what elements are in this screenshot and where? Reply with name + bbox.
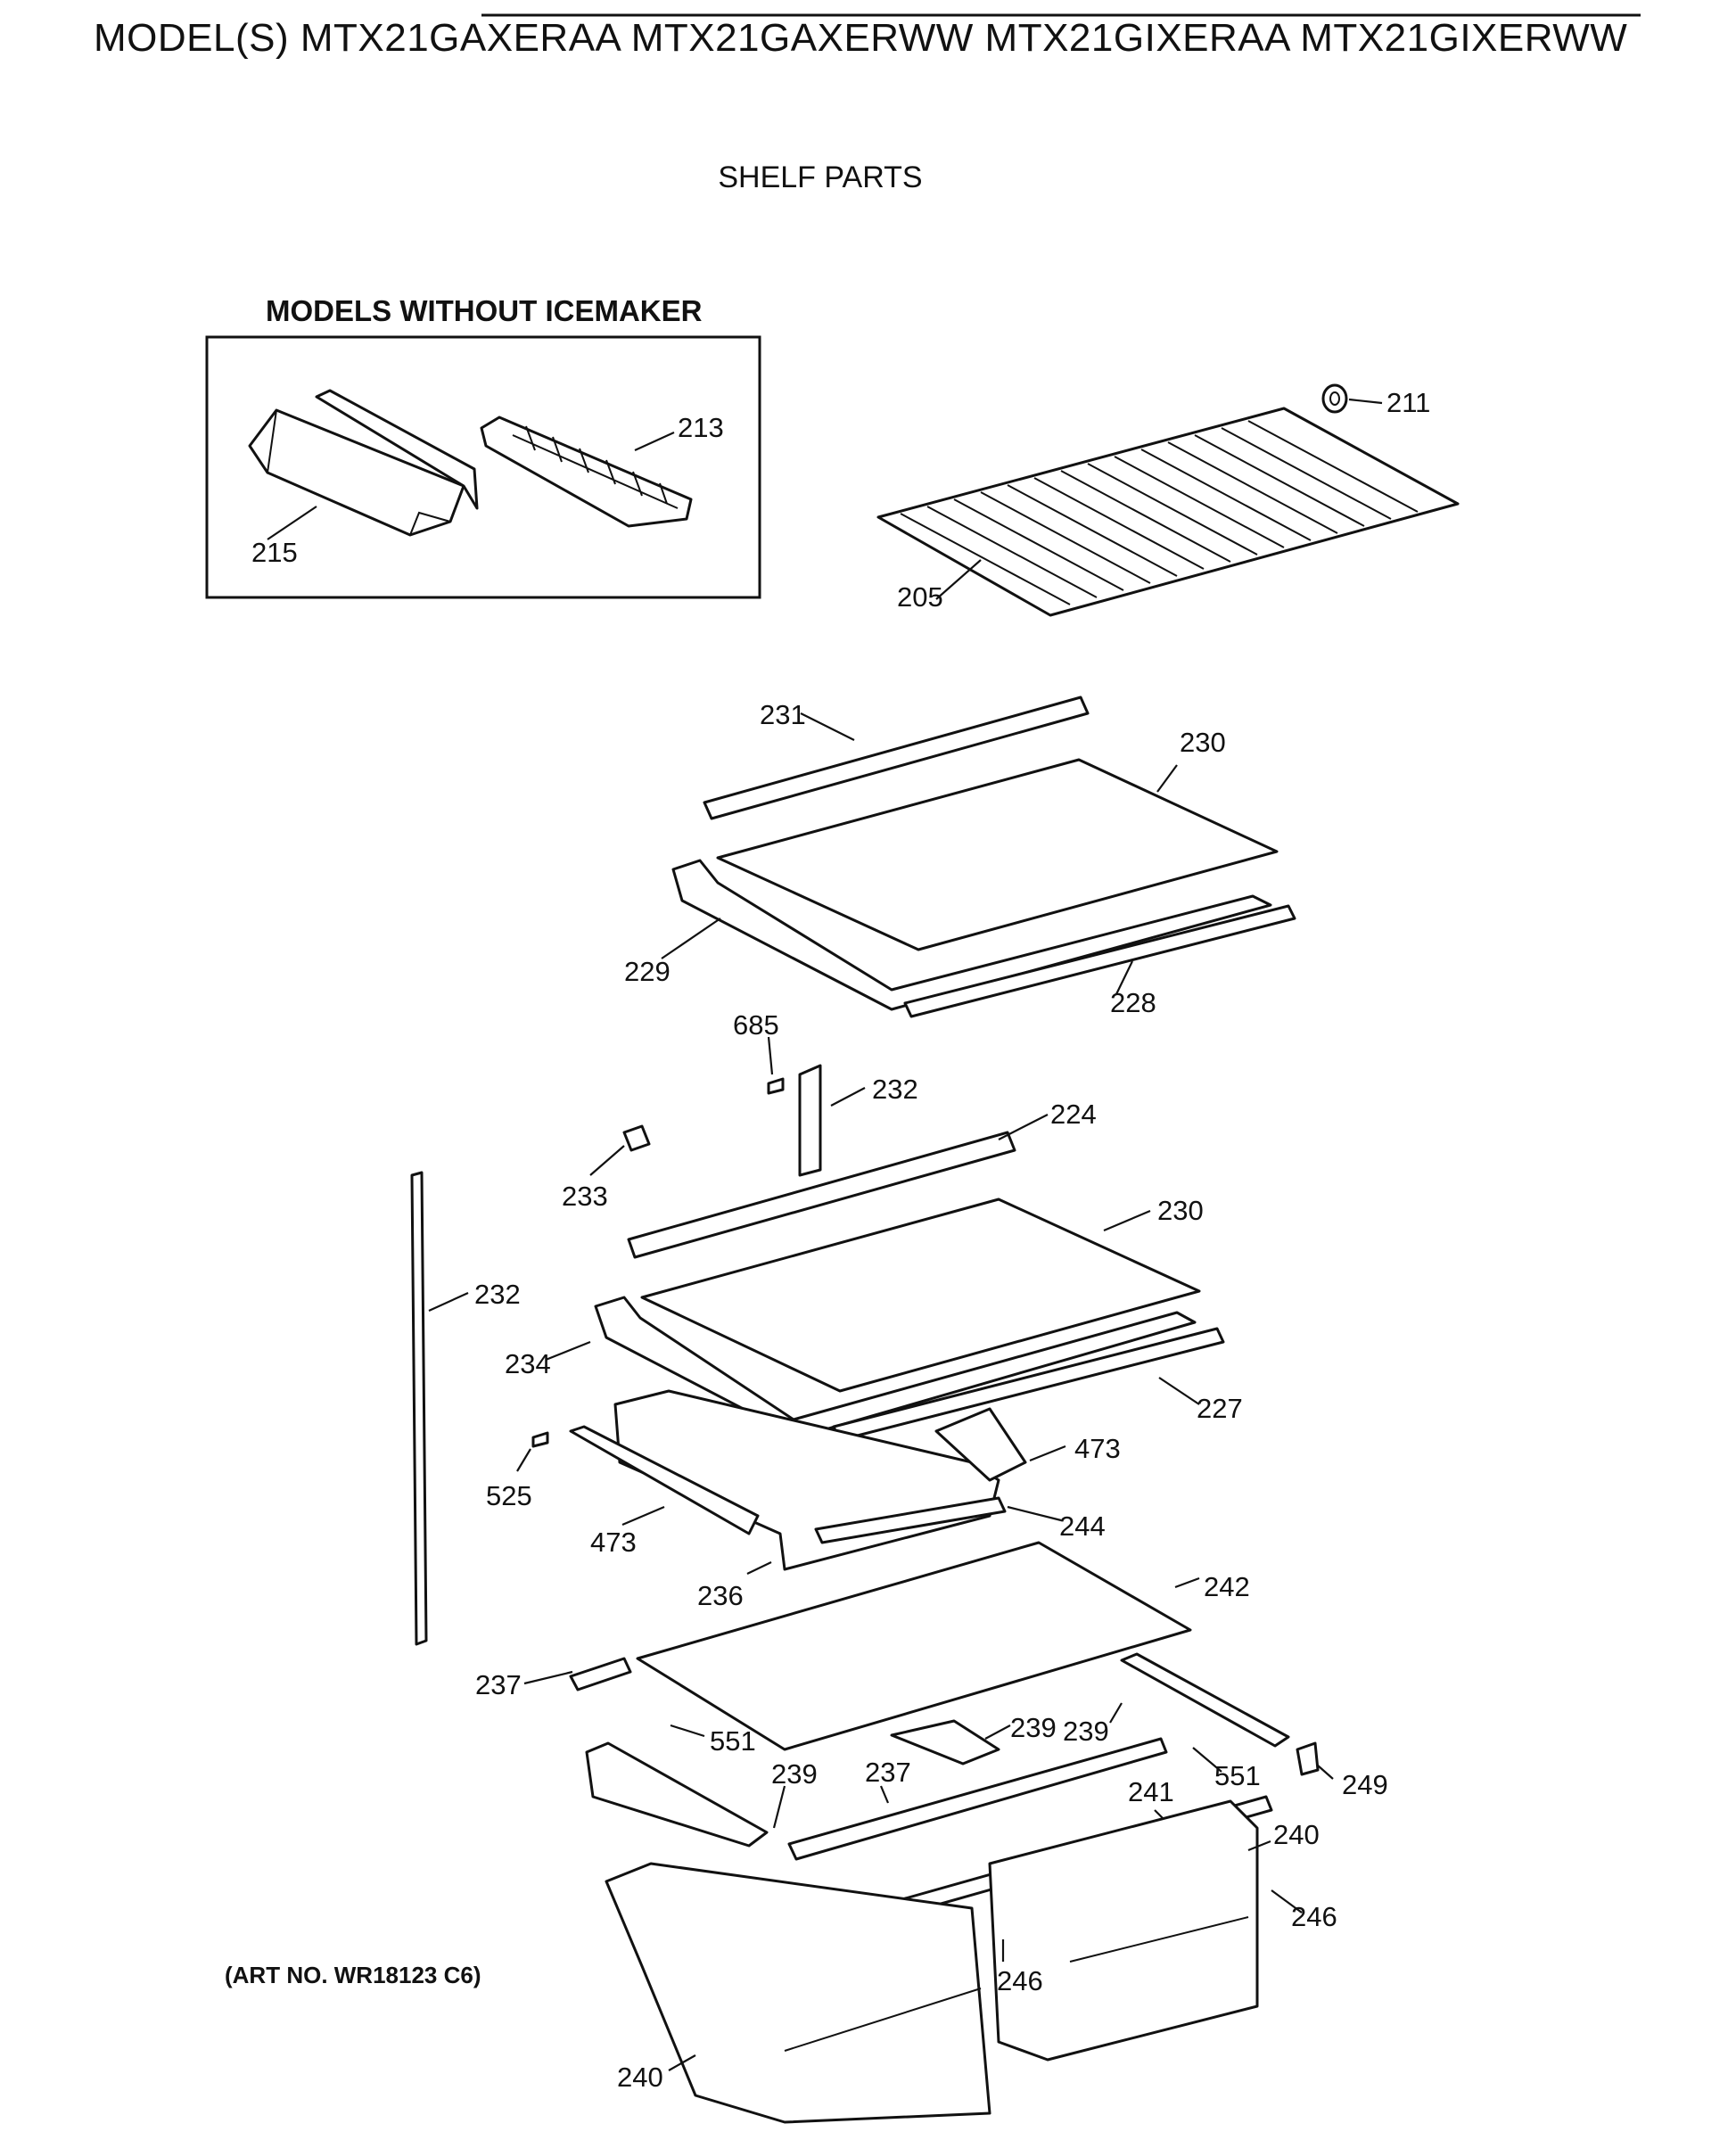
callout-232-left: 232 bbox=[474, 1279, 521, 1310]
art-number: (ART NO. WR18123 C6) bbox=[225, 1962, 481, 1988]
callout-551-left: 551 bbox=[710, 1725, 756, 1757]
shelf-trim-228 bbox=[903, 904, 1296, 1018]
callout-525: 525 bbox=[486, 1480, 532, 1511]
inset-title: MODELS WITHOUT ICEMAKER bbox=[266, 294, 703, 327]
bracket-239-center bbox=[890, 1719, 1000, 1766]
callout-237-front: 237 bbox=[865, 1757, 911, 1788]
callout-229: 229 bbox=[624, 956, 671, 987]
callout-211: 211 bbox=[1386, 387, 1430, 418]
callout-231: 231 bbox=[760, 699, 806, 730]
callout-241: 241 bbox=[1128, 1776, 1174, 1807]
bracket-249 bbox=[1296, 1741, 1320, 1776]
callout-246-left: 246 bbox=[997, 1965, 1043, 1996]
callout-239-right: 239 bbox=[1063, 1716, 1109, 1747]
ice-tray-213 bbox=[480, 416, 693, 528]
callout-labels: 215 213 211 205 231 230 229 228 685 232 … bbox=[251, 387, 1430, 2093]
callout-685: 685 bbox=[733, 1009, 779, 1041]
shelf-stop-233 bbox=[622, 1124, 651, 1152]
crisper-pan-240-left bbox=[605, 1862, 991, 2124]
shelf-stop-211 bbox=[1321, 383, 1348, 414]
shelf-trim-224 bbox=[627, 1131, 1016, 1259]
callout-234: 234 bbox=[505, 1348, 551, 1379]
pan-rail-473-right bbox=[934, 1407, 1027, 1482]
page-title: MODEL(S) MTX21GAXERAA MTX21GAXERWW MTX21… bbox=[94, 16, 1628, 60]
callout-240-left: 240 bbox=[617, 2062, 663, 2093]
callout-246-right: 246 bbox=[1291, 1901, 1337, 1932]
crisper-glass-242 bbox=[636, 1541, 1192, 1751]
callout-473-left: 473 bbox=[590, 1527, 637, 1558]
callout-237-left: 237 bbox=[475, 1669, 522, 1700]
ice-bucket-215 bbox=[248, 389, 479, 537]
shelf-support-232-center bbox=[798, 1064, 822, 1177]
callout-232-center: 232 bbox=[872, 1074, 918, 1105]
shelf-support-232-left bbox=[410, 1171, 428, 1646]
shelf-trim-244 bbox=[814, 1496, 1007, 1544]
callout-239-center: 239 bbox=[1010, 1712, 1057, 1743]
screw-525 bbox=[531, 1431, 549, 1448]
callout-230-lower: 230 bbox=[1157, 1195, 1204, 1226]
callout-228: 228 bbox=[1110, 987, 1156, 1018]
rail-239-left bbox=[585, 1741, 769, 1848]
rail-237-left bbox=[569, 1657, 632, 1691]
rail-237-right-assembly bbox=[1120, 1652, 1290, 1748]
callout-244: 244 bbox=[1059, 1510, 1106, 1542]
callout-236: 236 bbox=[697, 1580, 744, 1611]
crisper-pan-240-right bbox=[988, 1799, 1259, 2062]
glass-shelf-230-upper bbox=[716, 758, 1279, 951]
callout-233: 233 bbox=[562, 1181, 608, 1212]
shelf-frame-229 bbox=[671, 859, 1272, 1011]
inset-box bbox=[205, 335, 761, 599]
callout-242: 242 bbox=[1204, 1571, 1250, 1602]
shelf-trim-231 bbox=[703, 696, 1090, 820]
callout-213: 213 bbox=[678, 412, 724, 443]
callout-205: 205 bbox=[897, 581, 943, 613]
wire-shelf-205 bbox=[876, 407, 1460, 617]
glass-shelf-230-lower bbox=[640, 1198, 1201, 1393]
callout-230-upper: 230 bbox=[1180, 727, 1226, 758]
rail-237-front bbox=[787, 1737, 1168, 1861]
callout-215: 215 bbox=[251, 537, 298, 568]
callout-224: 224 bbox=[1050, 1099, 1097, 1130]
callout-239-left: 239 bbox=[771, 1758, 818, 1790]
shelf-frame-234 bbox=[594, 1296, 1197, 1439]
pan-rail-473-left bbox=[569, 1425, 760, 1535]
callout-473-right: 473 bbox=[1074, 1433, 1121, 1464]
callout-240-right: 240 bbox=[1273, 1819, 1320, 1850]
screw-685 bbox=[767, 1077, 785, 1095]
callout-551-right: 551 bbox=[1214, 1760, 1261, 1791]
callout-leaders bbox=[267, 398, 1383, 2071]
section-title: SHELF PARTS bbox=[718, 160, 923, 194]
callout-249: 249 bbox=[1342, 1769, 1388, 1800]
callout-227: 227 bbox=[1197, 1393, 1243, 1424]
